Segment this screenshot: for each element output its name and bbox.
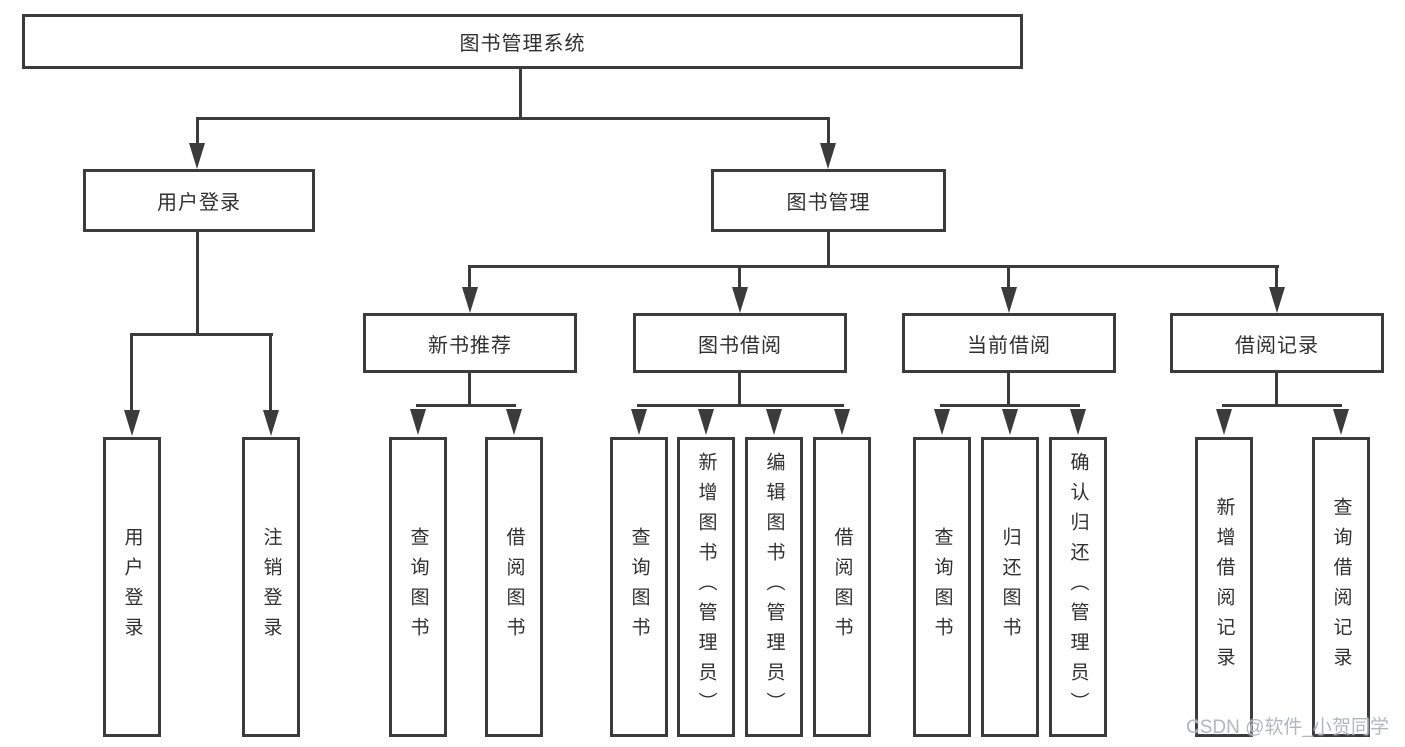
arrow-down-icon bbox=[732, 287, 748, 313]
arrow-down-icon bbox=[1333, 409, 1349, 435]
connector-to-book-borrowing bbox=[738, 265, 741, 288]
connector-group3-stem bbox=[1275, 373, 1278, 407]
arrow-down-icon bbox=[410, 409, 426, 435]
leaf-query-borrow-record-label: 查询借阅记录 bbox=[1330, 497, 1352, 677]
arrow-down-icon bbox=[1002, 409, 1018, 435]
leaf-add-book-admin: 新增图书（管理员） bbox=[677, 437, 735, 737]
leaf-add-borrow-record: 新增借阅记录 bbox=[1195, 437, 1253, 737]
watermark: CSDN @软件_小贺同学 bbox=[1186, 717, 1389, 738]
leaf-edit-book-admin-label: 编辑图书（管理员） bbox=[763, 452, 785, 722]
arrow-down-icon bbox=[934, 409, 950, 435]
arrow-down-icon bbox=[1001, 287, 1017, 313]
connector-book-management-split bbox=[468, 265, 1279, 268]
leaf-query-books-recommend: 查询图书 bbox=[389, 437, 447, 737]
arrow-down-icon bbox=[189, 143, 205, 169]
connector-to-book-management bbox=[827, 117, 830, 145]
arrow-down-icon bbox=[462, 287, 478, 313]
connector-group3-split bbox=[1222, 404, 1342, 407]
connector-group1-stem bbox=[738, 373, 741, 407]
arrow-down-icon bbox=[698, 409, 714, 435]
leaf-add-borrow-record-label: 新增借阅记录 bbox=[1213, 497, 1235, 677]
connector-to-new-book bbox=[468, 265, 471, 288]
arrow-down-icon bbox=[1070, 409, 1086, 435]
leaf-user-login: 用户登录 bbox=[103, 437, 161, 737]
arrow-down-icon bbox=[124, 410, 140, 436]
leaf-borrow-books-recommend-label: 借阅图书 bbox=[503, 527, 525, 647]
arrow-down-icon bbox=[631, 409, 647, 435]
connector-group1-split bbox=[637, 404, 844, 407]
arrow-down-icon bbox=[820, 143, 836, 169]
arrow-down-icon bbox=[766, 409, 782, 435]
node-root: 图书管理系统 bbox=[22, 14, 1023, 69]
leaf-confirm-return-admin-label: 确认归还（管理员） bbox=[1067, 452, 1089, 722]
connector-to-logout-leaf bbox=[269, 333, 272, 411]
leaf-query-books-recommend-label: 查询图书 bbox=[407, 527, 429, 647]
connector-group0-stem bbox=[468, 373, 471, 407]
connector-book-management-stem bbox=[827, 232, 830, 268]
leaf-logout: 注销登录 bbox=[242, 437, 300, 737]
connector-group0-split bbox=[416, 404, 516, 407]
leaf-confirm-return-admin: 确认归还（管理员） bbox=[1049, 437, 1107, 737]
node-user-login: 用户登录 bbox=[83, 169, 315, 232]
connector-root-stem bbox=[519, 69, 522, 120]
connector-to-login-leaf bbox=[130, 333, 133, 411]
arrow-down-icon bbox=[834, 409, 850, 435]
connector-group2-stem bbox=[1007, 373, 1010, 407]
node-borrowing-records: 借阅记录 bbox=[1170, 313, 1384, 373]
leaf-edit-book-admin: 编辑图书（管理员） bbox=[745, 437, 803, 737]
connector-user-login-split bbox=[130, 333, 273, 336]
leaf-borrow-book-label: 借阅图书 bbox=[831, 527, 853, 647]
leaf-return-book-label: 归还图书 bbox=[999, 527, 1021, 647]
leaf-query-books-borrowing: 查询图书 bbox=[610, 437, 668, 737]
node-book-borrowing: 图书借阅 bbox=[633, 313, 847, 373]
arrow-down-icon bbox=[506, 409, 522, 435]
leaf-borrow-book: 借阅图书 bbox=[813, 437, 871, 737]
connector-group2-split bbox=[940, 404, 1080, 407]
arrow-down-icon bbox=[1269, 287, 1285, 313]
connector-root-split bbox=[196, 117, 830, 120]
node-current-borrowing: 当前借阅 bbox=[902, 313, 1116, 373]
connector-to-user-login bbox=[196, 117, 199, 145]
connector-to-borrow-records bbox=[1275, 265, 1278, 288]
node-book-management: 图书管理 bbox=[711, 169, 946, 232]
node-new-book-recommendation: 新书推荐 bbox=[363, 313, 577, 373]
leaf-add-book-admin-label: 新增图书（管理员） bbox=[695, 452, 717, 722]
arrow-down-icon bbox=[1216, 409, 1232, 435]
leaf-query-books-current: 查询图书 bbox=[913, 437, 971, 737]
leaf-borrow-books-recommend: 借阅图书 bbox=[485, 437, 543, 737]
leaf-query-books-current-label: 查询图书 bbox=[931, 527, 953, 647]
connector-to-current-borrowing bbox=[1007, 265, 1010, 288]
leaf-query-books-borrowing-label: 查询图书 bbox=[628, 527, 650, 647]
leaf-query-borrow-record: 查询借阅记录 bbox=[1312, 437, 1370, 737]
leaf-user-login-label: 用户登录 bbox=[121, 527, 143, 647]
connector-user-login-stem bbox=[196, 232, 199, 336]
leaf-return-book: 归还图书 bbox=[981, 437, 1039, 737]
leaf-logout-label: 注销登录 bbox=[260, 527, 282, 647]
arrow-down-icon bbox=[263, 410, 279, 436]
